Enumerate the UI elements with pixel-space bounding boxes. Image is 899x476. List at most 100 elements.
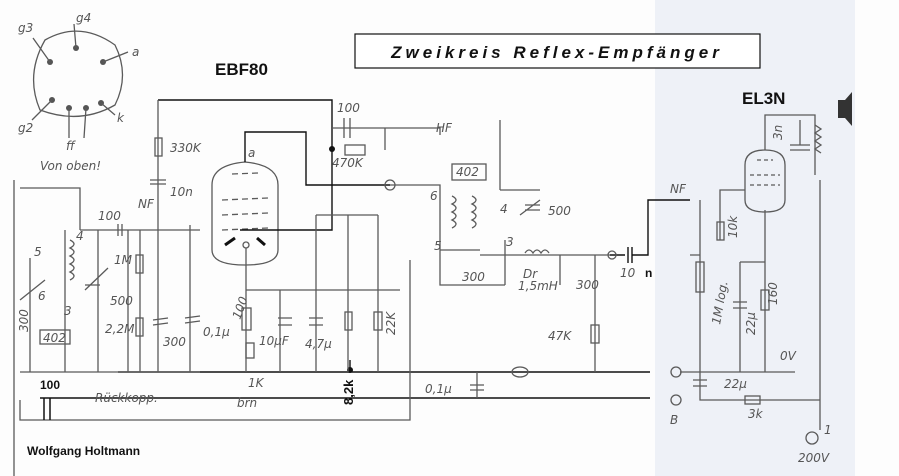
terminal-200v	[805, 431, 819, 445]
label-nf-left: NF	[138, 197, 155, 211]
label-22u-cathode: 22µ	[744, 312, 758, 335]
label-4-7u: 4,7µ	[305, 337, 332, 351]
resistor-3k	[744, 395, 761, 405]
wires-el3n	[680, 114, 821, 430]
component-labels: 330K a 100 470K HF 10n NF 100 4 402 6 4 …	[17, 101, 832, 465]
label-300-r2: 300	[576, 278, 599, 292]
resistor-330k	[154, 137, 163, 157]
pin-label-g4: g4	[76, 11, 91, 25]
label-500-left: 500	[110, 294, 133, 308]
label-10n: 10n	[170, 185, 193, 199]
capacitor-10uf	[278, 317, 292, 326]
wire-bus	[40, 360, 650, 399]
label-feedback: Rückkopp.	[95, 391, 158, 405]
variable-capacitor-500-right	[500, 189, 541, 216]
tube-label-ebf80: EBF80	[215, 60, 268, 79]
label-10n-out: 10	[620, 266, 636, 280]
tube-label-el3n: EL3N	[742, 89, 785, 108]
label-pin4-right: 4	[500, 202, 508, 216]
capacitor-100-in	[117, 224, 123, 236]
label-200v-pin: 1	[824, 423, 832, 437]
label-hf: HF	[436, 121, 453, 135]
pin-label-g3: g3	[18, 21, 33, 35]
capacitor-4-7u	[309, 317, 323, 326]
wires-ebf80	[19, 100, 506, 421]
label-2-2m: 2,2M	[105, 322, 135, 336]
label-pin6-left: 6	[38, 289, 46, 303]
label-300-left: 300	[17, 309, 31, 332]
terminal-0v	[670, 366, 682, 378]
resistor-1m	[135, 254, 144, 274]
label-100-feedback: 100	[40, 378, 60, 392]
label-brn: brn	[237, 396, 257, 410]
capacitor-22u-cathode	[733, 301, 747, 309]
label-470k: 470K	[332, 156, 364, 170]
pin-label-g2: g2	[18, 121, 33, 135]
label-0-1u-b: 0,1µ	[425, 382, 452, 396]
choke-dr	[524, 249, 550, 255]
label-pin4-left: 4	[76, 229, 84, 243]
label-10n-unit: n	[645, 266, 652, 280]
label-300-r: 300	[462, 270, 485, 284]
pin-label-a: a	[132, 45, 139, 59]
title: Zweikreis Reflex-Empfänger	[390, 43, 723, 62]
label-402-right: 402	[456, 165, 479, 179]
paper-overlay	[655, 0, 855, 476]
resistor-2-2m	[135, 317, 144, 337]
coil-402-right	[451, 163, 487, 181]
resistor-8-2k	[344, 311, 353, 331]
output-transformer	[813, 124, 823, 154]
variable-capacitor-500	[84, 267, 109, 291]
label-1k: 1K	[248, 376, 265, 390]
label-pin3-left: 3	[64, 304, 72, 318]
coil-402-left	[39, 329, 71, 345]
capacitor-0-1u	[184, 315, 201, 324]
coil-input	[68, 239, 75, 281]
pinout-note: Von oben!	[40, 159, 101, 173]
resistor-470k	[344, 144, 366, 156]
label-b: B	[670, 413, 678, 427]
label-500-right: 500	[548, 204, 571, 218]
speaker-icon	[838, 92, 852, 126]
label-dr: Dr	[523, 267, 538, 281]
label-402-left: 402	[43, 331, 66, 345]
resistor-22k	[373, 311, 383, 331]
wire-anode	[158, 99, 390, 231]
capacitor-10n	[150, 179, 166, 185]
label-1-5mh: 1,5mH	[518, 279, 558, 293]
author-credit: Wolfgang Holtmann	[27, 444, 140, 458]
label-22k: 22K	[384, 311, 398, 335]
label-1m: 1M	[114, 253, 133, 267]
label-0v: 0V	[780, 349, 797, 363]
label-100-in: 100	[98, 209, 121, 223]
label-nf-right: NF	[670, 182, 687, 196]
label-200v: 200V	[798, 451, 830, 465]
label-330k: 330K	[170, 141, 202, 155]
pin-label-ff: ff	[66, 139, 76, 153]
label-47k: 47K	[548, 329, 572, 343]
capacitor-300	[152, 317, 169, 326]
capacitor-100-feedback	[43, 398, 51, 420]
resistor-10k	[716, 221, 725, 241]
terminal-b	[670, 394, 682, 406]
coil-402-windings	[450, 195, 477, 229]
label-22u: 22µ	[724, 377, 747, 391]
pin-label-k: k	[117, 111, 125, 125]
tube-ebf80	[211, 161, 279, 266]
label-pin3-right: 3	[506, 235, 514, 249]
capacitor-0-1u-b	[470, 372, 484, 398]
title-box: Zweikreis Reflex-Empfänger	[354, 33, 761, 69]
label-3k: 3k	[748, 407, 764, 421]
label-10k: 10k	[726, 215, 740, 238]
potentiometer-1k	[245, 342, 255, 359]
capacitor-10n-out	[610, 199, 690, 263]
resistor-100	[241, 307, 252, 331]
label-pin5-left: 5	[34, 245, 42, 259]
capacitor-22u	[693, 379, 707, 387]
label-160: 160	[766, 282, 780, 305]
tube-pinout: g3 g4 a g2 ff k Von oben!	[18, 11, 139, 173]
tube-el3n	[744, 149, 786, 213]
label-anode: a	[248, 146, 255, 160]
